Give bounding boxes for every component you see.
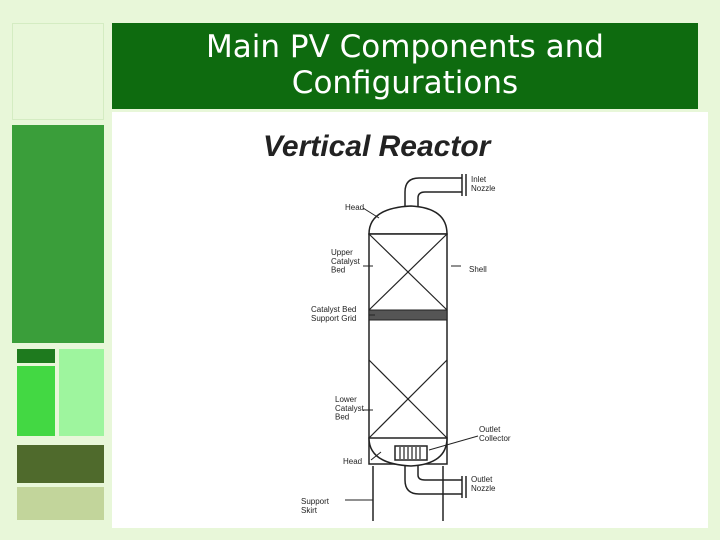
support-skirt	[372, 466, 444, 521]
deco-block-sage	[17, 487, 104, 520]
outlet-nozzle-pipe	[404, 466, 467, 498]
reactor-shell	[368, 233, 448, 465]
catalyst-bed-support-grid	[368, 309, 448, 321]
outlet-collector-slots	[399, 447, 421, 459]
label-head-bottom: Head	[343, 457, 362, 466]
inlet-nozzle-pipe	[404, 174, 467, 210]
deco-block-olive	[17, 445, 104, 483]
deco-block-tall-green	[12, 125, 104, 343]
deco-block-bright-green	[17, 366, 55, 436]
outlet-collector	[394, 445, 428, 461]
top-head	[368, 205, 448, 235]
deco-block-mint	[59, 349, 104, 436]
slide-title: Main PV Components and Configurations	[206, 29, 604, 101]
figure-heading: Vertical Reactor	[263, 130, 493, 163]
deco-block-small-dark	[17, 349, 55, 363]
label-shell: Shell	[469, 265, 487, 274]
lower-catalyst-bed	[368, 359, 448, 439]
title-bar: Main PV Components and Configurations	[112, 23, 698, 109]
leader-lines	[345, 207, 479, 501]
upper-catalyst-bed	[368, 233, 448, 311]
vertical-reactor-diagram: Vertical Reactor	[255, 120, 576, 521]
deco-block-top-left	[12, 23, 104, 120]
label-head-top: Head	[345, 203, 364, 212]
